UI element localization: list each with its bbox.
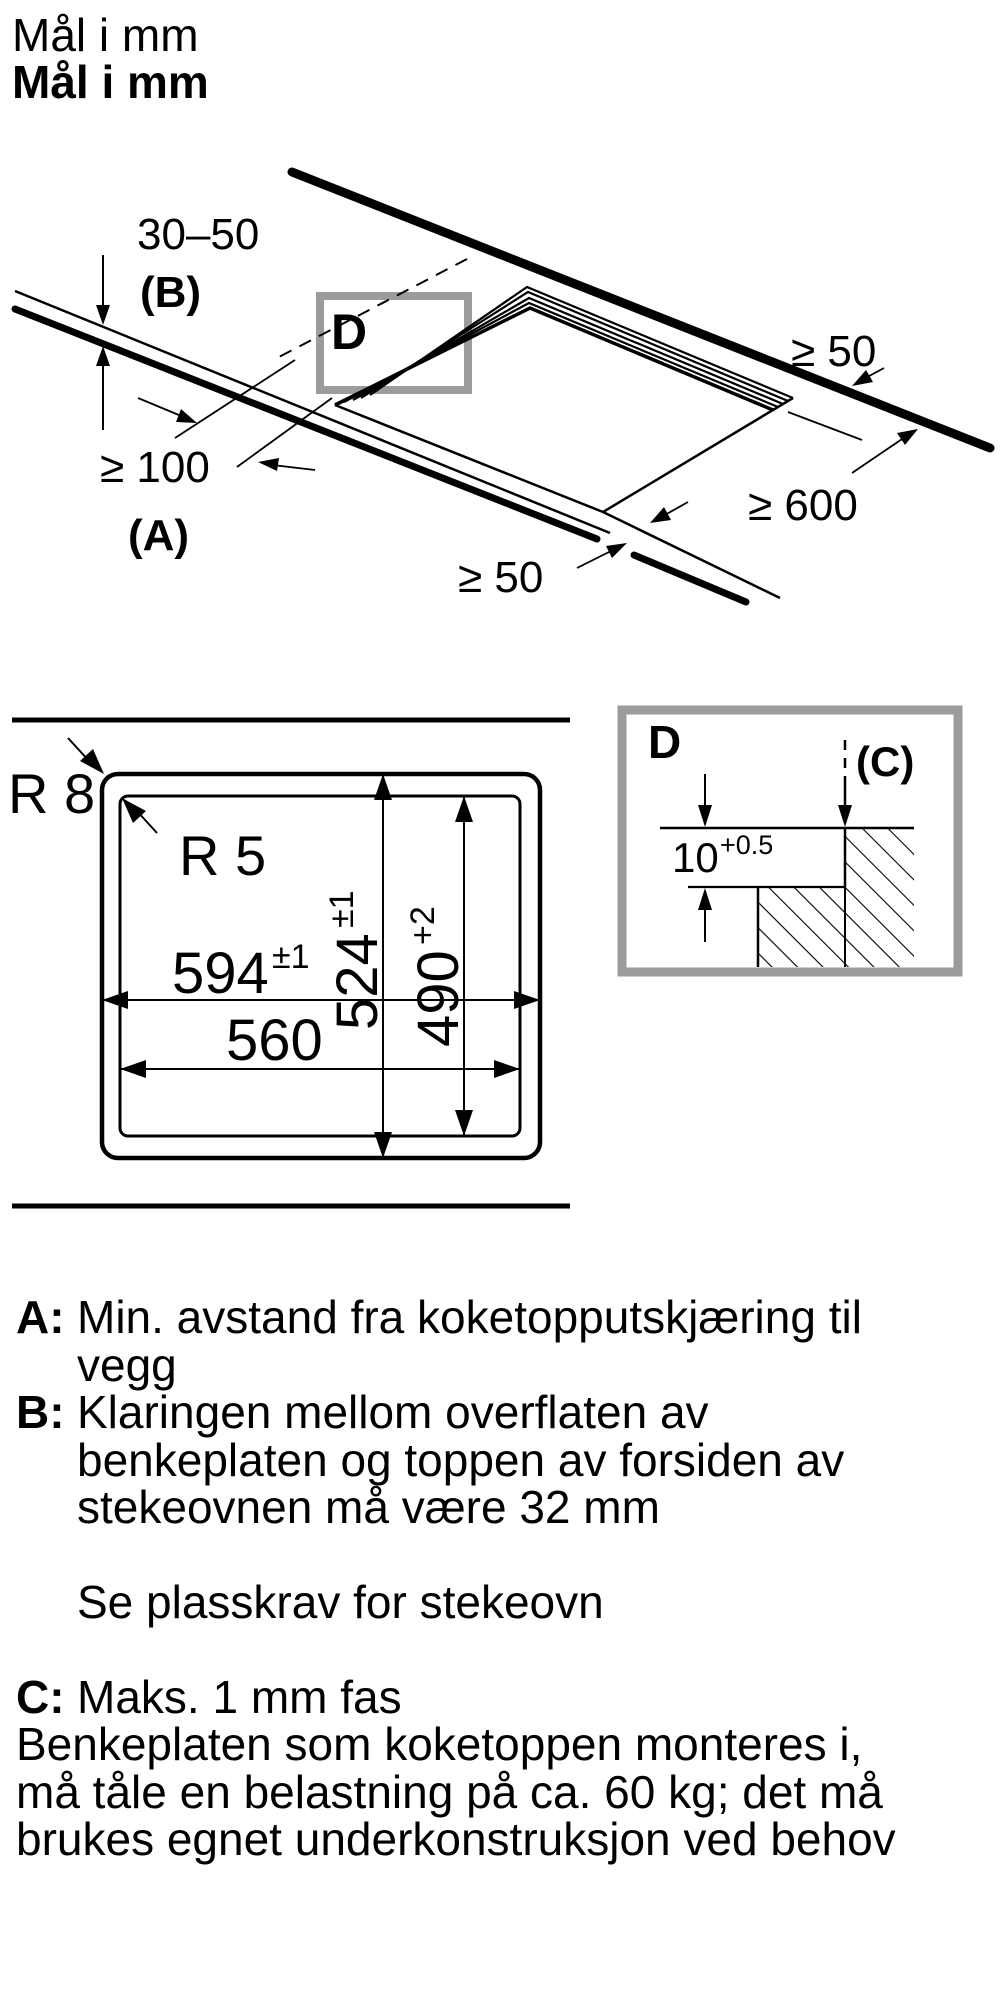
detail-d-marker-label: D xyxy=(331,304,367,360)
radius-inner-arrowhead xyxy=(122,798,146,823)
dim-10-value: 10 xyxy=(672,834,719,881)
dim-594-value: 594 xyxy=(172,941,269,1006)
detail-d-label: D xyxy=(648,716,681,768)
note-b-line: stekeovnen må være 32 mm xyxy=(77,1481,660,1533)
note-c-line: Maks. 1 mm fas xyxy=(77,1671,402,1723)
note-c-key: C: xyxy=(16,1671,65,1723)
detail-d-section-drawing: D (C) 10 +0.5 xyxy=(617,705,963,977)
note-load-line: må tåle en belastning på ca. 60 kg; det … xyxy=(16,1765,883,1818)
dim-600-line-near xyxy=(655,501,689,521)
dim-b-value: 30–50 xyxy=(137,210,259,259)
dim-10-tolerance: +0.5 xyxy=(720,830,773,860)
dim-600-line-far xyxy=(851,436,906,474)
chamfer-ref-label: (C) xyxy=(856,738,914,785)
dim-a-arrow-line-1 xyxy=(137,397,187,419)
adjacent-unit-edge xyxy=(630,551,750,606)
dim-right-50-value: ≥ 50 xyxy=(791,327,876,376)
worktop-front-bottom-edge xyxy=(11,305,601,543)
radius-outer-label: R 8 xyxy=(8,762,95,825)
note-load-capacity: Benkeplaten som koketoppen monteres i, m… xyxy=(16,1718,896,1865)
dim-b-arrow-down xyxy=(96,305,110,325)
note-b-key: B: xyxy=(16,1386,65,1438)
cutout-step-line-outer xyxy=(334,306,774,412)
note-b: B: Klaringen mellom overflaten av benkep… xyxy=(16,1386,845,1533)
dim-594-arrowhead-left xyxy=(102,991,128,1009)
page-title: Mål i mm xyxy=(12,9,199,61)
page-title-bold: Mål i mm xyxy=(12,56,209,108)
radius-outer-arrowhead xyxy=(80,749,104,774)
dim-a-extension-1 xyxy=(174,359,296,439)
dim-a-arrowhead-1 xyxy=(176,409,197,423)
dim-594-tolerance: ±1 xyxy=(272,938,310,976)
dim-560-arrowhead-right xyxy=(494,1060,520,1078)
wall-line xyxy=(287,167,995,453)
dim-a-arrowhead-2 xyxy=(258,458,279,471)
note-load-line: Benkeplaten som koketoppen monteres i, xyxy=(16,1718,863,1770)
dim-524-tolerance: ±1 xyxy=(323,890,361,928)
dim-b-arrow-up xyxy=(96,346,110,366)
detail-d-marker-box xyxy=(316,292,472,394)
cutout-outline xyxy=(118,794,522,1138)
dim-bottom-50-value: ≥ 50 xyxy=(458,553,543,602)
dim-524-value: 524 xyxy=(325,933,390,1030)
dashed-reference-line xyxy=(276,258,468,359)
dim-524-arrowhead-bottom xyxy=(374,1132,392,1158)
dim-490-value: 490 xyxy=(406,950,471,1047)
dim-10-arrow-down xyxy=(698,805,712,827)
note-a-key: A: xyxy=(16,1291,65,1343)
dim-560-value: 560 xyxy=(226,1008,323,1073)
note-b-line: benkeplaten og toppen av forsiden av xyxy=(77,1433,845,1486)
note-c: C: Maks. 1 mm fas xyxy=(16,1671,402,1723)
dim-600-arrowhead-near xyxy=(650,507,671,523)
dim-600-arrowhead-far xyxy=(897,429,918,445)
cutout-plan-drawing: R 8 R 5 594 ±1 560 524 ±1 490 +2 xyxy=(8,717,570,1209)
cutout-front-edge xyxy=(334,403,604,514)
note-a: A: Min. avstand fra koketopputskjæring t… xyxy=(16,1291,862,1391)
worktop-section-hatch xyxy=(758,828,914,967)
note-a-line: vegg xyxy=(77,1338,177,1391)
dim-right-50-arrowhead xyxy=(852,370,873,386)
dim-490-arrowhead-top xyxy=(455,796,473,822)
worktop-front-edge-continuation xyxy=(602,510,781,600)
detail-d-border xyxy=(617,705,963,977)
dim-a-extension-2 xyxy=(236,397,333,468)
note-a-line: Min. avstand fra koketopputskjæring til xyxy=(77,1291,862,1343)
dim-524-arrowhead-top xyxy=(374,774,392,800)
dim-b-ref: (B) xyxy=(140,268,201,317)
radius-inner-label: R 5 xyxy=(179,824,266,887)
note-b-line: Klaringen mellom overflaten av xyxy=(77,1386,709,1438)
note-see-oven-space: Se plasskrav for stekeovn xyxy=(77,1576,604,1628)
appliance-outline xyxy=(99,771,543,1161)
dim-490-arrowhead-bottom xyxy=(455,1110,473,1136)
note-load-line: brukes egnet underkonstruksjon ved behov xyxy=(16,1813,896,1865)
dim-a-ref: (A) xyxy=(128,511,189,560)
dim-10-arrow-up xyxy=(698,888,712,910)
dim-600-value: ≥ 600 xyxy=(748,481,858,530)
dim-bottom-50-arrowhead xyxy=(606,543,627,558)
dim-600-extension xyxy=(787,411,863,441)
dim-594-arrowhead-right xyxy=(514,991,540,1009)
dim-a-value: ≥ 100 xyxy=(100,443,210,492)
note-see-line: Se plasskrav for stekeovn xyxy=(77,1576,604,1628)
perspective-installation-drawing: D 30–50 (B) ≥ 100 (A) ≥ 50 xyxy=(11,167,995,606)
chamfer-arrowhead xyxy=(838,805,852,827)
dim-560-arrowhead-left xyxy=(120,1060,146,1078)
dim-490-tolerance: +2 xyxy=(404,906,442,945)
cutout-right-edge xyxy=(602,396,794,514)
